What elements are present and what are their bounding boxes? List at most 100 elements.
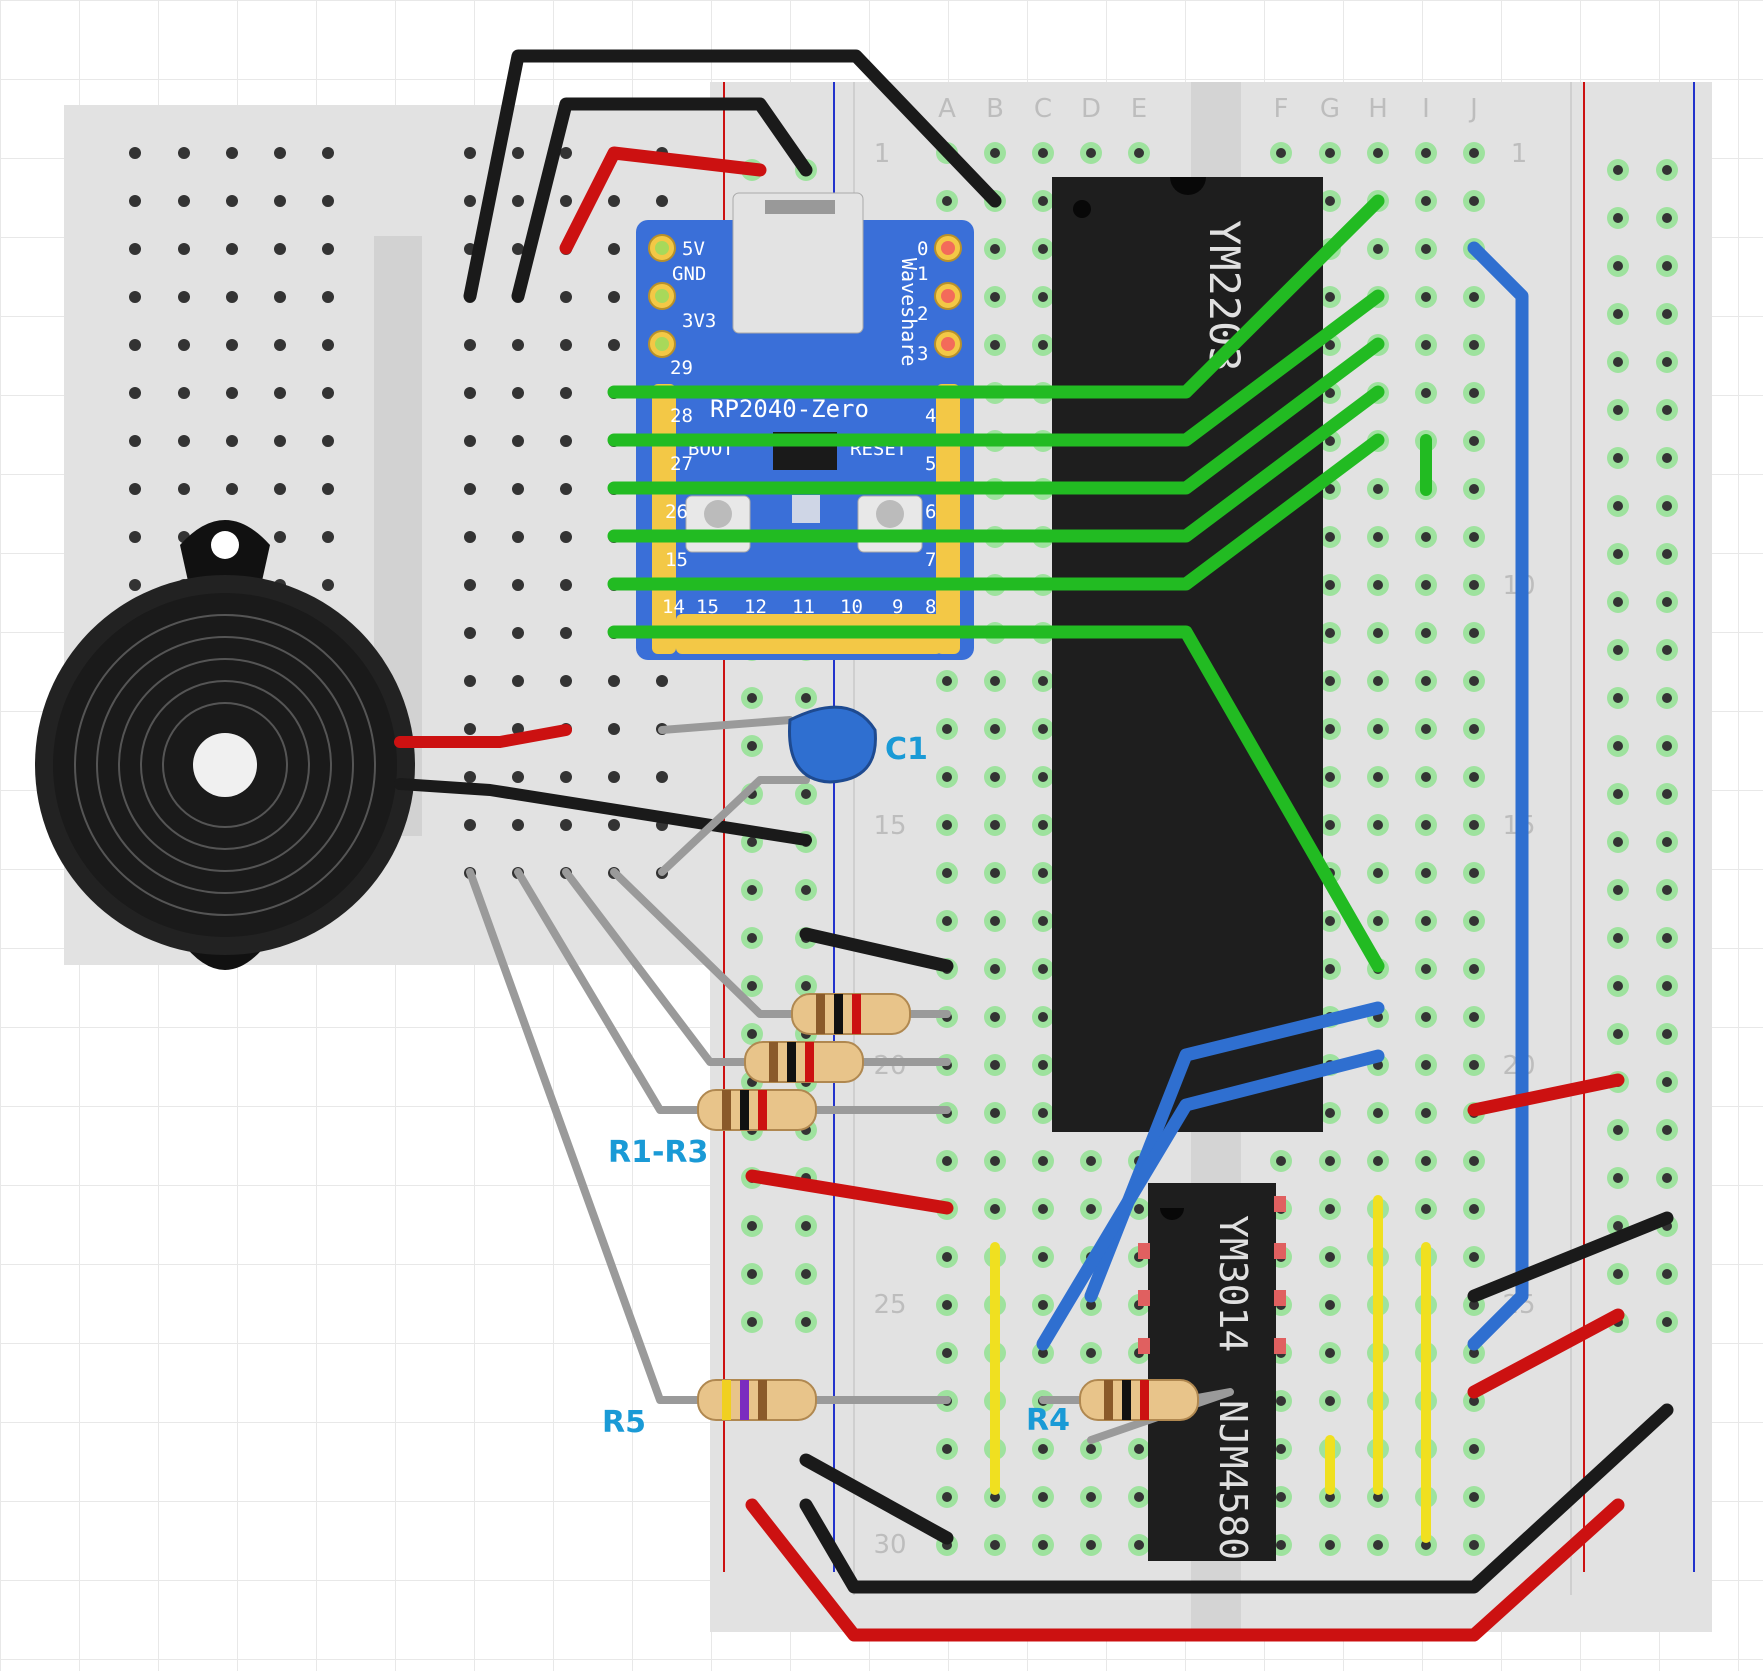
breadboard-hole [1276, 1492, 1286, 1502]
perfboard-hole [129, 579, 141, 591]
breadboard-hole [1421, 196, 1431, 206]
rail-hole [801, 693, 811, 703]
rail-hole [747, 1221, 757, 1231]
breadboard-hole [1325, 340, 1335, 350]
breadboard-hole [1086, 1204, 1096, 1214]
r1-r3-label: R1-R3 [608, 1135, 709, 1170]
resistor-body [744, 1041, 864, 1083]
breadboard-hole [1421, 1204, 1431, 1214]
rail-hole [801, 1269, 811, 1279]
pin-label-28: 28 [670, 405, 693, 427]
resistor-band [722, 1090, 731, 1130]
breadboard-hole [1469, 820, 1479, 830]
breadboard-hole [990, 724, 1000, 734]
perfboard-hole [129, 243, 141, 255]
resistor-band [1104, 1380, 1113, 1420]
rail-hole [1662, 1173, 1672, 1183]
breadboard-hole [1421, 724, 1431, 734]
breadboard-hole [1421, 244, 1431, 254]
perfboard-hole [512, 771, 524, 783]
perfboard-hole [322, 195, 334, 207]
resistor-r4 [1079, 1379, 1199, 1421]
rail-hole [1613, 405, 1623, 415]
rail-hole [747, 933, 757, 943]
rail-hole [747, 1317, 757, 1327]
breadboard-hole [1421, 1012, 1431, 1022]
breadboard-hole [1469, 292, 1479, 302]
breadboard-hole [1469, 1204, 1479, 1214]
rail-hole [747, 1029, 757, 1039]
breadboard-hole [1373, 532, 1383, 542]
perfboard-hole [464, 819, 476, 831]
perfboard-hole [608, 243, 620, 255]
perfboard-hole [178, 339, 190, 351]
breadboard-hole [1038, 868, 1048, 878]
perfboard-hole [129, 387, 141, 399]
perfboard-hole [560, 483, 572, 495]
breadboard-hole [1325, 964, 1335, 974]
perfboard-hole [129, 483, 141, 495]
breadboard-hole [942, 1492, 952, 1502]
rail-hole [1613, 693, 1623, 703]
breadboard-hole [1038, 916, 1048, 926]
resistor-r5 [697, 1379, 817, 1421]
breadboard-hole [1325, 1252, 1335, 1262]
breadboard-hole [1469, 1396, 1479, 1406]
perfboard-hole [226, 243, 238, 255]
rail-hole [1613, 213, 1623, 223]
breadboard-hole [1325, 1396, 1335, 1406]
rail-hole [747, 885, 757, 895]
pin-label-11: 11 [792, 596, 815, 618]
breadboard-hole [1038, 1012, 1048, 1022]
perfboard-hole [322, 435, 334, 447]
pin-label-10: 10 [840, 596, 863, 618]
wire-green-bus-1 [607, 194, 1385, 399]
breadboard-hole [1038, 724, 1048, 734]
pin-label-5v: 5V [682, 238, 705, 260]
resistor-band [834, 994, 843, 1034]
col-letter-i: I [1422, 94, 1430, 124]
perfboard-hole [226, 483, 238, 495]
pin-label-27: 27 [670, 453, 693, 475]
rail-hole [1613, 837, 1623, 847]
perfboard-hole [226, 387, 238, 399]
rail-hole [1613, 549, 1623, 559]
breadboard-hole [1469, 1060, 1479, 1070]
rail-hole [1662, 1269, 1672, 1279]
perfboard-hole [129, 291, 141, 303]
breadboard-hole [990, 1060, 1000, 1070]
breadboard-hole [1276, 1540, 1286, 1550]
pin-label-4: 4 [925, 405, 936, 427]
rail-hole [747, 1269, 757, 1279]
breadboard-hole [1038, 292, 1048, 302]
mcu-name-label: RP2040-Zero [710, 395, 869, 423]
wire-black-mid [799, 927, 954, 973]
breadboard-hole [1373, 1492, 1383, 1502]
wire-gray-r2 [562, 868, 951, 1066]
perfboard-hole [226, 435, 238, 447]
breadboard-hole [1373, 916, 1383, 926]
piezo-buzzer [35, 520, 415, 1002]
perfboard-hole [274, 339, 286, 351]
breadboard-hole [1373, 676, 1383, 686]
wire-gray-c1 [658, 776, 810, 876]
breadboard-hole [1469, 388, 1479, 398]
wire-red-top [559, 146, 767, 255]
rail-hole [1662, 405, 1672, 415]
wire-green-bus-5 [607, 433, 1385, 591]
perfboard-hole [512, 435, 524, 447]
perfboard-hole [560, 819, 572, 831]
rail-hole [1613, 933, 1623, 943]
perfboard-hole [129, 195, 141, 207]
pin-label-5: 5 [925, 453, 936, 475]
pin-label-12: 12 [744, 596, 767, 618]
rail-hole [1613, 981, 1623, 991]
breadboard-hole [1038, 1060, 1048, 1070]
pin-label-6: 6 [925, 501, 936, 523]
breadboard-hole [1325, 484, 1335, 494]
perfboard-hole [274, 435, 286, 447]
breadboard-hole [942, 1156, 952, 1166]
perfboard-hole [274, 387, 286, 399]
breadboard-hole [1469, 1348, 1479, 1358]
wire-red-bottom [745, 1498, 1625, 1642]
